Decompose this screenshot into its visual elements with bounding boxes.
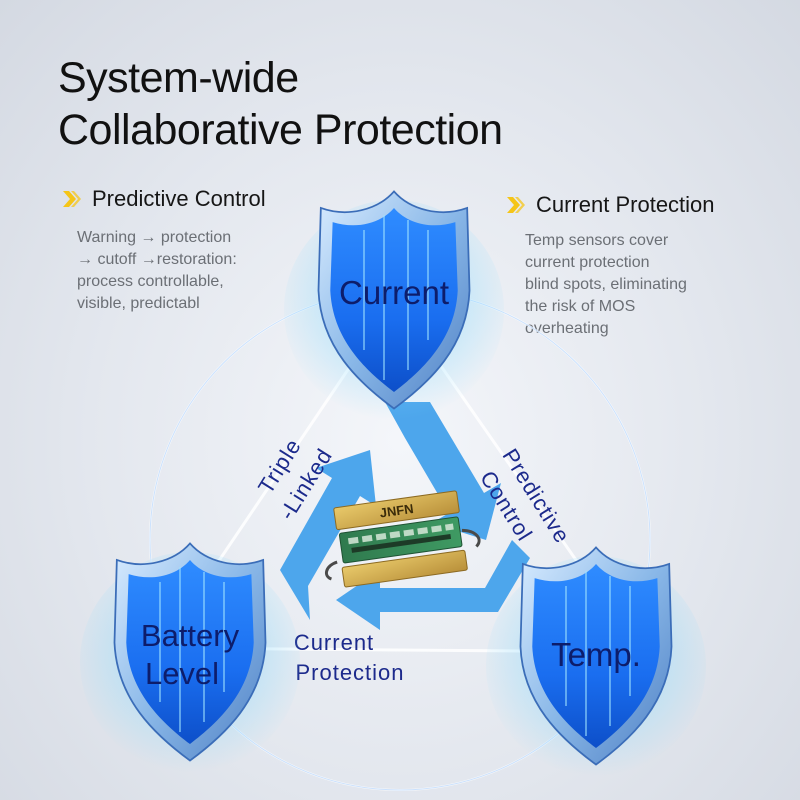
bms-board-image: JNFN xyxy=(324,490,481,588)
link-label-current-line1: Current xyxy=(294,630,374,655)
shield-current: Current xyxy=(284,190,504,420)
title-line-2: Collaborative Protection xyxy=(58,106,503,154)
shield-battery-level: Battery Level xyxy=(80,542,300,772)
shield-label-battery-line1: Battery xyxy=(141,618,240,653)
feature-heading-predictive-control: Predictive Control xyxy=(62,186,266,212)
feature-heading-label: Predictive Control xyxy=(92,186,266,211)
feature-heading-current-protection: Current Protection xyxy=(506,192,715,218)
title-line-1: System-wide xyxy=(58,54,299,102)
recycle-arrows-icon xyxy=(280,402,530,630)
shield-label-battery-line2: Level xyxy=(145,656,219,691)
shield-label-current: Current xyxy=(339,274,449,311)
board-brand-label: JNFN xyxy=(379,501,415,521)
link-label-current-line2: Protection xyxy=(295,660,404,685)
page-title: System-wide Collaborative Protection xyxy=(58,52,503,156)
feature-heading-label: Current Protection xyxy=(536,192,715,217)
feature-description-predictive-control: Warning → protection → cutoff →restorati… xyxy=(77,229,237,312)
feature-description-current-protection: Temp sensors cover current protection bl… xyxy=(525,232,687,337)
shield-temp: Temp. xyxy=(486,546,706,776)
shield-label-temp: Temp. xyxy=(551,636,641,673)
chevron-right-icon xyxy=(507,197,525,213)
connection-triangle xyxy=(157,297,643,654)
chevron-right-icon xyxy=(63,191,81,207)
